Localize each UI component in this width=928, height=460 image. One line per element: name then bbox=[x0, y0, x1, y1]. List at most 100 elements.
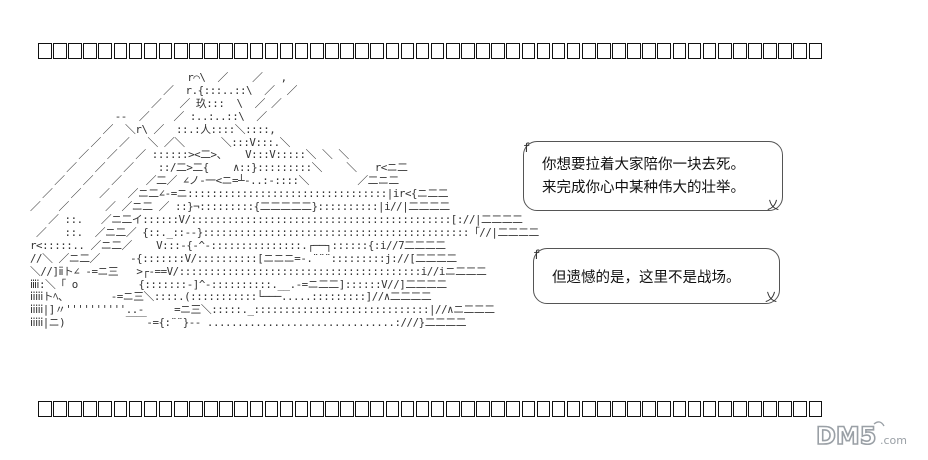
border-box bbox=[143, 401, 158, 417]
border-box bbox=[370, 401, 385, 417]
border-box bbox=[748, 401, 762, 417]
border-box bbox=[612, 401, 626, 417]
border-box bbox=[279, 401, 294, 417]
border-box bbox=[309, 43, 324, 59]
border-box bbox=[551, 43, 566, 59]
border-box bbox=[400, 401, 415, 417]
border-box bbox=[309, 401, 324, 417]
border-box bbox=[355, 43, 369, 59]
border-box bbox=[778, 43, 792, 59]
border-box bbox=[355, 401, 369, 417]
border-box bbox=[536, 43, 551, 59]
border-box bbox=[38, 401, 52, 417]
border-box bbox=[748, 43, 762, 59]
border-box bbox=[445, 43, 460, 59]
border-box bbox=[83, 401, 97, 417]
border-box bbox=[400, 43, 415, 59]
border-box bbox=[415, 401, 430, 417]
border-box bbox=[340, 43, 354, 59]
border-box bbox=[808, 401, 823, 417]
border-box bbox=[672, 43, 687, 59]
border-box bbox=[793, 401, 808, 417]
border-box bbox=[733, 401, 747, 417]
border-box bbox=[249, 401, 264, 417]
border-box bbox=[158, 401, 173, 417]
border-box bbox=[491, 43, 505, 59]
border-box bbox=[763, 43, 777, 59]
border-box bbox=[189, 401, 203, 417]
bubble-hook-left: f bbox=[523, 141, 531, 155]
border-box bbox=[581, 401, 596, 417]
bubble-hook-left: f bbox=[533, 248, 541, 262]
border-box bbox=[536, 401, 551, 417]
ascii-art-figure: r⌒\ ／ ／ , ／ r.{:::..::\ ／ ／ ／ ／ 玖::: \ ／… bbox=[30, 71, 539, 330]
border-box bbox=[702, 43, 717, 59]
border-box bbox=[702, 401, 717, 417]
border-box bbox=[234, 401, 249, 417]
border-box bbox=[476, 401, 490, 417]
border-box bbox=[294, 401, 309, 417]
border-box bbox=[687, 43, 702, 59]
border-box bbox=[430, 401, 445, 417]
border-box bbox=[733, 43, 747, 59]
bubble-2-line-1: 但遗憾的是，这里不是战场。 bbox=[552, 270, 741, 286]
border-box bbox=[264, 401, 279, 417]
border-box bbox=[340, 401, 354, 417]
border-box bbox=[158, 43, 173, 59]
border-box bbox=[763, 401, 777, 417]
bottom-border-strip bbox=[38, 401, 824, 417]
border-box bbox=[219, 43, 233, 59]
border-box bbox=[128, 43, 143, 59]
border-box bbox=[445, 401, 460, 417]
border-box bbox=[521, 401, 536, 417]
border-box bbox=[385, 401, 400, 417]
border-box bbox=[612, 43, 626, 59]
bubble-1-line-1: 你想要拉着大家陪你一块去死。 bbox=[542, 157, 745, 173]
bubble-hook-right: 乂 bbox=[765, 290, 778, 304]
border-box bbox=[476, 43, 490, 59]
border-box bbox=[325, 43, 339, 59]
site-watermark-logo: DM5 .com bbox=[816, 421, 907, 450]
border-box bbox=[778, 401, 792, 417]
bubble-1-line-2: 来完成你心中某种伟大的壮举。 bbox=[542, 180, 745, 196]
border-box bbox=[566, 401, 581, 417]
border-box bbox=[672, 401, 687, 417]
border-box bbox=[234, 43, 249, 59]
border-box bbox=[415, 43, 430, 59]
border-box bbox=[506, 401, 520, 417]
border-box bbox=[597, 401, 611, 417]
border-box bbox=[189, 43, 203, 59]
border-box bbox=[204, 401, 218, 417]
border-box bbox=[53, 43, 67, 59]
border-box bbox=[83, 43, 97, 59]
border-box bbox=[98, 401, 113, 417]
border-box bbox=[627, 43, 641, 59]
border-box bbox=[461, 401, 475, 417]
border-box bbox=[551, 401, 566, 417]
border-box bbox=[461, 43, 475, 59]
border-box bbox=[717, 401, 732, 417]
border-box bbox=[642, 43, 656, 59]
bubble-hook-right: 乂 bbox=[767, 198, 780, 212]
watermark-text: DM5 bbox=[816, 422, 877, 450]
border-box bbox=[491, 401, 505, 417]
top-border-strip bbox=[38, 43, 824, 59]
border-box bbox=[98, 43, 113, 59]
border-box bbox=[38, 43, 52, 59]
border-box bbox=[521, 43, 536, 59]
border-box bbox=[717, 43, 732, 59]
border-box bbox=[249, 43, 264, 59]
border-box bbox=[808, 43, 823, 59]
border-box bbox=[279, 43, 294, 59]
border-box bbox=[219, 401, 233, 417]
border-box bbox=[687, 401, 702, 417]
border-box bbox=[627, 401, 641, 417]
border-box bbox=[204, 43, 218, 59]
border-box bbox=[657, 43, 672, 59]
border-box bbox=[793, 43, 808, 59]
border-box bbox=[597, 43, 611, 59]
border-box bbox=[68, 401, 82, 417]
border-box bbox=[113, 401, 128, 417]
border-box bbox=[566, 43, 581, 59]
speech-bubble-2: f 但遗憾的是，这里不是战场。 乂 bbox=[533, 248, 780, 304]
